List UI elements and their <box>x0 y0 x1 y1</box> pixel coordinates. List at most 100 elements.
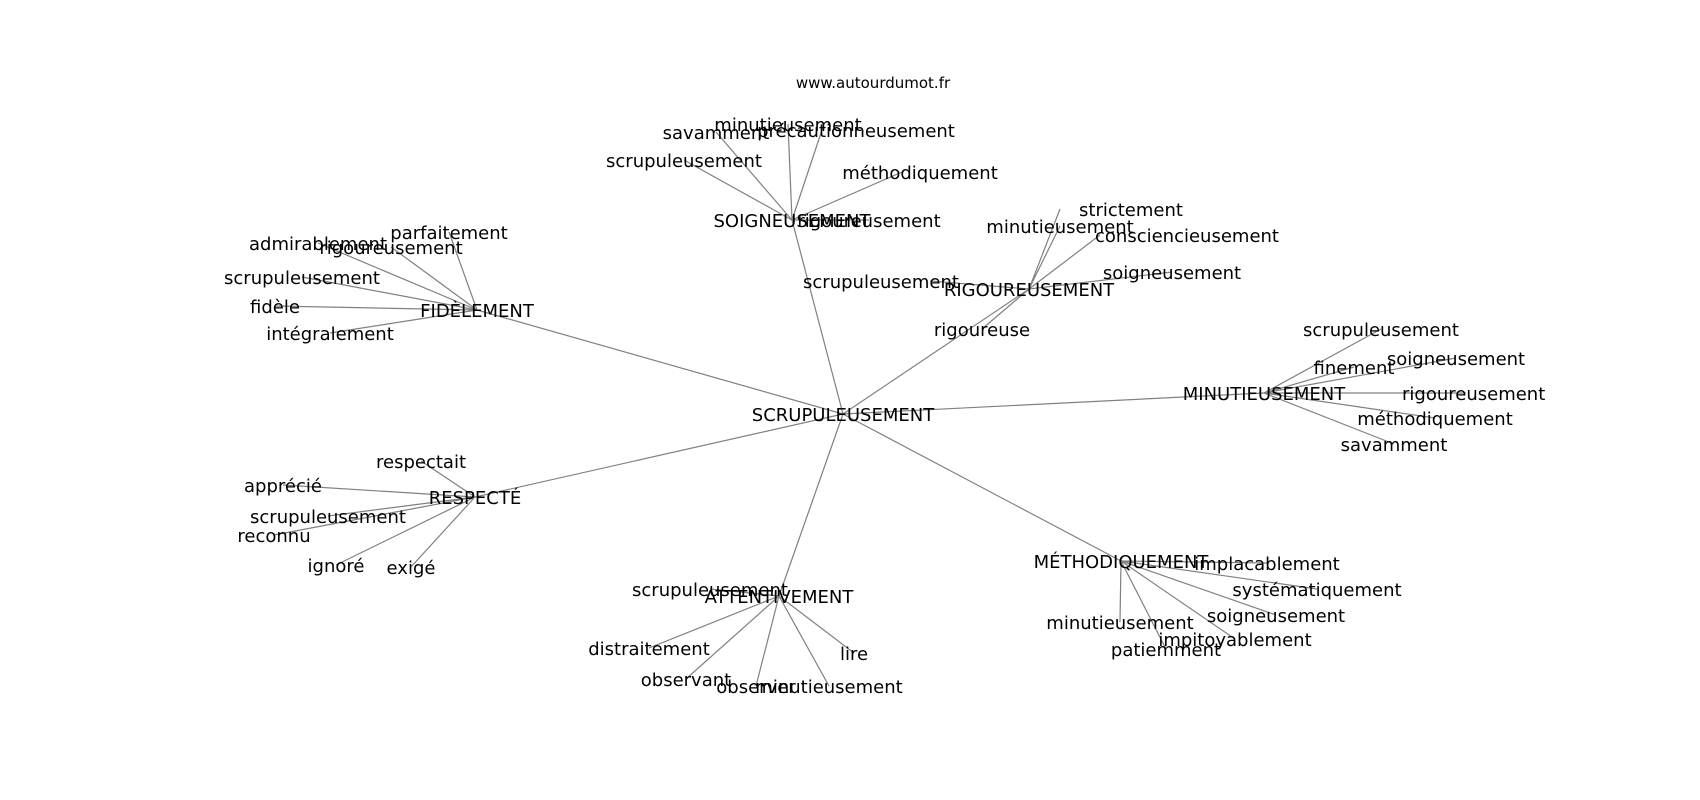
term-node-rigoureusement[interactable]: rigoureusement <box>319 238 462 259</box>
term-node-methodiquement[interactable]: méthodiquement <box>842 163 998 184</box>
edge-methodiquement-patiemment <box>1120 560 1167 650</box>
edge-fidelement-parfaitement <box>448 231 478 311</box>
term-node-systematiquement[interactable]: systématiquement <box>1232 580 1401 601</box>
edge-methodiquement-systematiquement <box>1120 560 1318 590</box>
term-node-scrupuleusement[interactable]: scrupuleusement <box>606 151 762 172</box>
hub-node-attentivement[interactable]: ATTENTIVEMENT <box>705 587 855 608</box>
hub-node-methodiquement[interactable]: MÉTHODIQUEMENT <box>1034 551 1210 573</box>
edge-methodiquement-soigneusement <box>1120 560 1277 616</box>
term-node-reconnu[interactable]: reconnu <box>237 526 310 547</box>
edge-soigneusement-methodiquement <box>791 171 903 221</box>
term-node-apprecie[interactable]: apprécié <box>244 476 322 497</box>
edge-rigoureusement-rigoureuse <box>981 288 1030 330</box>
edge-attentivement-observant <box>685 595 780 680</box>
edge-center-methodiquement <box>842 413 1122 562</box>
term-node-observant[interactable]: observant <box>641 670 731 691</box>
edge-center-rigoureusement <box>842 288 1030 415</box>
edge-center-respecte <box>474 413 844 498</box>
edge-respecte-scrupuleusement <box>327 496 476 517</box>
edge-rigoureusement-minutieusement <box>1028 225 1061 290</box>
edge-minutieusement-savamment <box>1263 392 1395 445</box>
edge-respecte-ignore <box>335 496 476 566</box>
center-node[interactable]: SCRUPULEUSEMENT <box>752 405 935 426</box>
term-node-finement[interactable]: finement <box>1314 358 1395 379</box>
edge-minutieusement-methodiquement <box>1263 392 1436 419</box>
edge-soigneusement-savamment <box>715 131 793 221</box>
term-node-integralement[interactable]: intégralement <box>266 324 394 345</box>
edge-rigoureusement-strictement <box>1028 208 1061 290</box>
term-node-rigoureusement[interactable]: rigoureusement <box>1402 384 1545 405</box>
edge-methodiquement-minutieusement <box>1119 560 1122 623</box>
term-node-respectait[interactable]: respectait <box>376 452 466 473</box>
edge-attentivement-lire <box>778 595 855 654</box>
edge-fidelement-scrupuleusement <box>301 276 478 311</box>
hub-node-minutieusement[interactable]: MINUTIEUSEMENT <box>1183 384 1346 405</box>
hub-node-fidelement[interactable]: FIDÈLEMENT <box>420 300 535 322</box>
edge-respecte-respectait <box>420 460 476 498</box>
term-node-methodiquement[interactable]: méthodiquement <box>1357 409 1513 430</box>
edge-attentivement-distraitement <box>648 595 780 649</box>
graph-edges <box>273 123 1466 687</box>
term-node-impitoyablement[interactable]: impitoyablement <box>1158 630 1311 651</box>
term-node-savamment[interactable]: savamment <box>663 123 770 144</box>
term-node-minutieusement[interactable]: minutieusement <box>755 677 902 698</box>
term-node-parfaitement[interactable]: parfaitement <box>390 223 507 244</box>
term-node-scrupuleusement[interactable]: scrupuleusement <box>632 580 788 601</box>
edge-respecte-exige <box>410 496 476 568</box>
term-node-minutieusement[interactable]: minutieusement <box>1046 613 1193 634</box>
term-node-scrupuleusement[interactable]: scrupuleusement <box>250 507 406 528</box>
edge-center-attentivement <box>778 413 844 597</box>
edge-center-soigneusement <box>791 219 844 415</box>
term-node-soigneusement[interactable]: soigneusement <box>1207 606 1345 627</box>
edge-respecte-apprecie <box>282 484 476 498</box>
term-node-implacablement[interactable]: implacablement <box>1194 554 1340 575</box>
term-node-observer[interactable]: observer <box>716 677 796 698</box>
term-node-distraitement[interactable]: distraitement <box>588 639 710 660</box>
edge-fidelement-fidele <box>274 305 478 311</box>
term-node-soigneusement[interactable]: soigneusement <box>1103 263 1241 284</box>
term-node-rigoureusement[interactable]: rigoureusement <box>797 211 940 232</box>
term-node-admirablement[interactable]: admirablement <box>249 234 387 255</box>
hub-node-rigoureusement[interactable]: RIGOUREUSEMENT <box>944 280 1115 301</box>
edge-fidelement-rigoureusement <box>390 246 478 311</box>
edge-minutieusement-scrupuleusement <box>1263 328 1382 394</box>
edge-center-fidelement <box>476 309 844 415</box>
edge-attentivement-observer <box>755 595 780 687</box>
edge-methodiquement-implacablement <box>1120 560 1268 564</box>
edge-soigneusement-precautionneusement <box>791 129 823 221</box>
edge-fidelement-integralement <box>329 309 478 334</box>
term-node-minutieusement[interactable]: minutieusement <box>714 115 861 136</box>
edge-rigoureusement-scrupuleusement <box>929 280 1030 290</box>
term-node-precautionneusement[interactable]: précautionneusement <box>757 121 955 142</box>
term-node-scrupuleusement[interactable]: scrupuleusement <box>224 268 380 289</box>
edge-minutieusement-finement <box>1263 366 1355 394</box>
term-node-strictement[interactable]: strictement <box>1079 200 1183 221</box>
term-node-patiemment[interactable]: patiemment <box>1111 640 1221 661</box>
edge-minutieusement-soigneusement <box>1263 357 1457 394</box>
edge-attentivement-minutieusement <box>778 595 830 687</box>
hub-node-soigneusement[interactable]: SOIGNEUSEMENT <box>713 211 871 232</box>
source-watermark: www.autourdumot.fr <box>796 74 951 92</box>
term-node-ignore[interactable]: ignoré <box>308 556 365 577</box>
edge-respecte-reconnu <box>273 496 476 536</box>
edge-attentivement-scrupuleusement <box>709 588 780 597</box>
term-node-consciencieusement[interactable]: consciencieusement <box>1095 226 1279 247</box>
term-node-scrupuleusement[interactable]: scrupuleusement <box>1303 320 1459 341</box>
edge-rigoureusement-consciencieusement <box>1028 234 1101 290</box>
edge-center-minutieusement <box>842 392 1265 415</box>
term-node-fidele[interactable]: fidèle <box>250 297 300 318</box>
edge-soigneusement-minutieusement <box>787 123 793 221</box>
edge-methodiquement-impitoyablement <box>1120 560 1236 640</box>
term-node-lire[interactable]: lire <box>840 644 868 665</box>
graph-labels: savammentminutieusementprécautionneuseme… <box>224 115 1545 698</box>
term-node-soigneusement[interactable]: soigneusement <box>1387 349 1525 370</box>
term-node-savamment[interactable]: savamment <box>1341 435 1448 456</box>
hub-node-respecte[interactable]: RESPECTÉ <box>429 487 521 509</box>
edge-fidelement-admirablement <box>317 242 478 311</box>
term-node-scrupuleusement[interactable]: scrupuleusement <box>803 272 959 293</box>
term-node-minutieusement[interactable]: minutieusement <box>986 217 1133 238</box>
term-node-exige[interactable]: exigé <box>387 558 436 579</box>
term-node-rigoureuse[interactable]: rigoureuse <box>934 320 1030 341</box>
edge-soigneusement-scrupuleusement <box>683 159 793 221</box>
